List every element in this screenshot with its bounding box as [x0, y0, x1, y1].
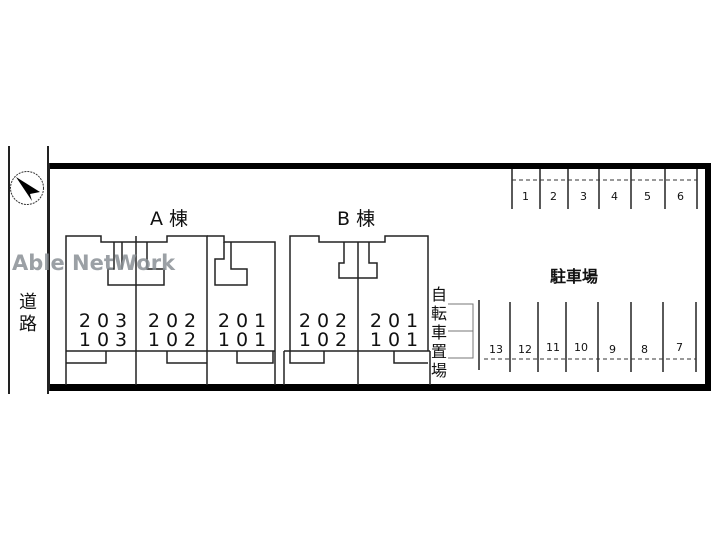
site-border-left [48, 163, 50, 391]
unit-b-202-102: 202 102 [298, 310, 354, 351]
bicycle-parking-label: 自 転 車 置 場 [430, 285, 447, 380]
unit-a-203-103: 203 103 [78, 310, 134, 351]
building-b [283, 235, 433, 385]
parking-stall-3: 3 [580, 190, 587, 203]
parking-stall-1: 1 [522, 190, 529, 203]
parking-stall-5: 5 [644, 190, 651, 203]
parking-bottom-row [480, 302, 705, 372]
site-border-right [705, 163, 711, 391]
north-arrow-icon [9, 170, 45, 206]
parking-stall-2: 2 [550, 190, 557, 203]
unit-a-202-102: 202 102 [147, 310, 203, 351]
parking-label: 駐車場 [550, 267, 599, 286]
unit-a-201-101: 201 101 [217, 310, 273, 351]
building-a [65, 235, 276, 385]
parking-stall-13: 13 [489, 343, 503, 356]
watermark: Able NetWork [12, 251, 176, 275]
parking-stall-6: 6 [677, 190, 684, 203]
parking-stall-12: 12 [518, 343, 532, 356]
parking-top-row [510, 169, 705, 211]
building-a-label: A 棟 [150, 208, 189, 230]
parking-stall-11: 11 [546, 341, 560, 354]
building-b-label: B 棟 [337, 208, 376, 230]
parking-stall-10: 10 [574, 341, 588, 354]
parking-stall-4: 4 [611, 190, 618, 203]
road-edge-left [8, 146, 10, 394]
parking-stall-9: 9 [609, 343, 616, 356]
unit-b-201-101: 201 101 [369, 310, 425, 351]
parking-stall-7: 7 [676, 341, 683, 354]
road-label: 道 路 [19, 292, 37, 335]
site-border-top [48, 163, 711, 169]
bicycle-rack [448, 300, 480, 370]
parking-stall-8: 8 [641, 343, 648, 356]
site-border-bottom [48, 384, 711, 391]
